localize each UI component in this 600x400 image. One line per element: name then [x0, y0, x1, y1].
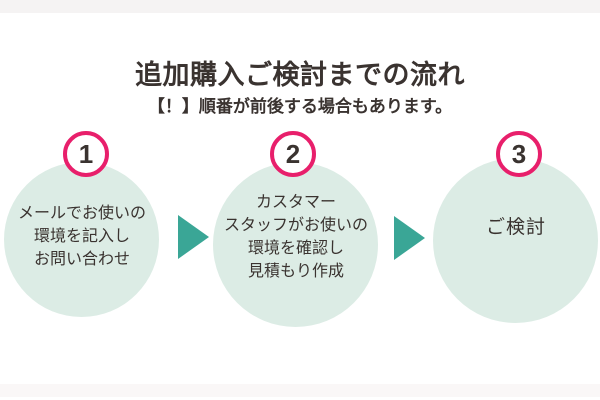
step-1-description: メールでお使いの 環境を記入し お問い合わせ [2, 202, 162, 271]
step-3-number-badge: 3 [496, 131, 542, 177]
step-1-number-badge: 1 [63, 131, 109, 177]
step-description-line: ご検討 [485, 217, 546, 238]
note-text: 【！】順番が前後する場合もあります。 [147, 97, 453, 116]
step-description-line: カスタマー [255, 194, 336, 211]
arrow-right-icon [394, 216, 425, 260]
step-2-circle [213, 162, 378, 327]
step-number: 2 [285, 138, 301, 169]
step-number: 1 [78, 138, 94, 169]
step-description-line: 環境を確認し [247, 240, 344, 257]
step-2-description: カスタマー スタッフがお使いの 環境を確認し 見積もり作成 [216, 191, 376, 283]
step-number: 3 [511, 138, 527, 169]
step-3-circle [433, 158, 598, 323]
step-1-circle [4, 162, 159, 317]
page-title: 追加購入ご検討までの流れ [135, 60, 465, 90]
step-2-number-badge: 2 [270, 131, 316, 177]
step-description-line: メールでお使いの [17, 205, 146, 222]
step-description-line: スタッフがお使いの [223, 217, 368, 234]
step-description-line: お問い合わせ [33, 251, 130, 268]
step-3-description: ご検討 [446, 216, 586, 240]
bottom-edge-strip [0, 384, 600, 397]
step-description-line: 環境を記入し [33, 228, 130, 245]
arrow-right-icon [178, 215, 209, 259]
top-edge-strip [0, 0, 600, 13]
step-description-line: 見積もり作成 [247, 263, 344, 280]
